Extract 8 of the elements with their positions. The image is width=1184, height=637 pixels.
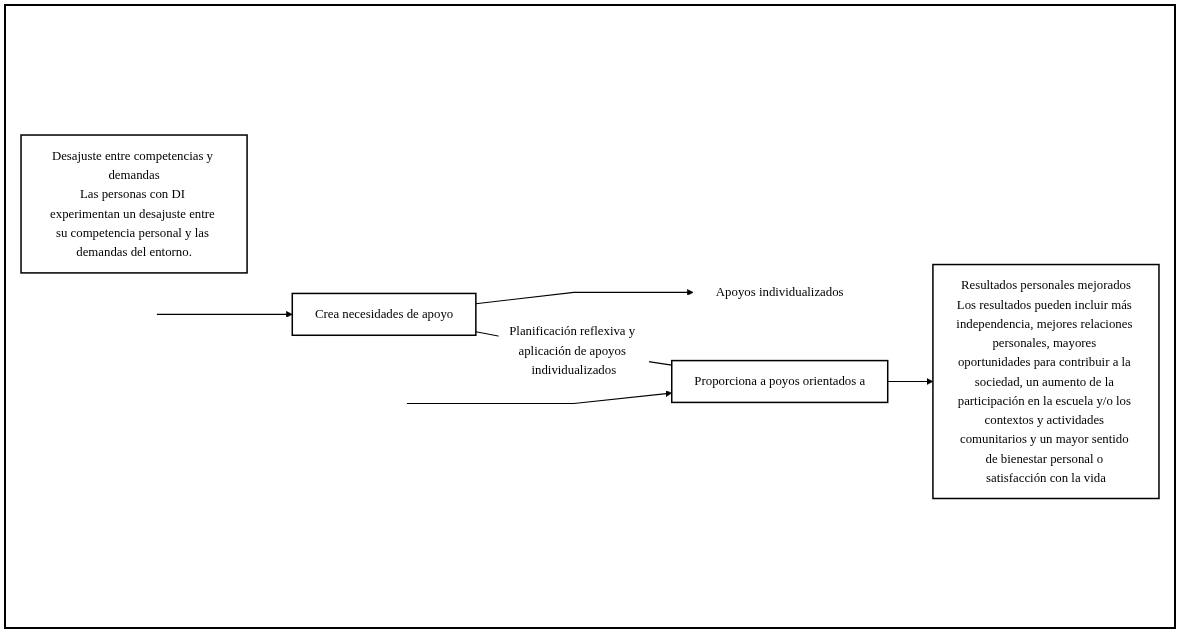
arrow [475, 288, 694, 305]
node-box [671, 359, 889, 403]
node-box [20, 134, 248, 274]
node-box [932, 263, 1160, 499]
node-text: Apoyos individualizados [715, 284, 844, 300]
arrow [156, 310, 293, 318]
diagram-frame: Planificación reflexiva y aplicación de apoyos individualizados Desajuste entre competencias y demandas Las personas con DI experimentan un desajuste entre su competencia personal y las demandas del entorno. Crea necesidades de apoyo Apoyos individualizados Proporciona a poyos orientados a Resultados personales mejorados Los resultados pueden incluir más independencia, mejores relaciones personales, mayores oportunidades para contribuir a la sociedad, un aumento de la participación en la escuela y/o los contextos y actividades comunitarios y un mayor sentido de bienestar personal o satisfacción con la vida [4, 4, 1176, 629]
node-box [291, 292, 477, 336]
